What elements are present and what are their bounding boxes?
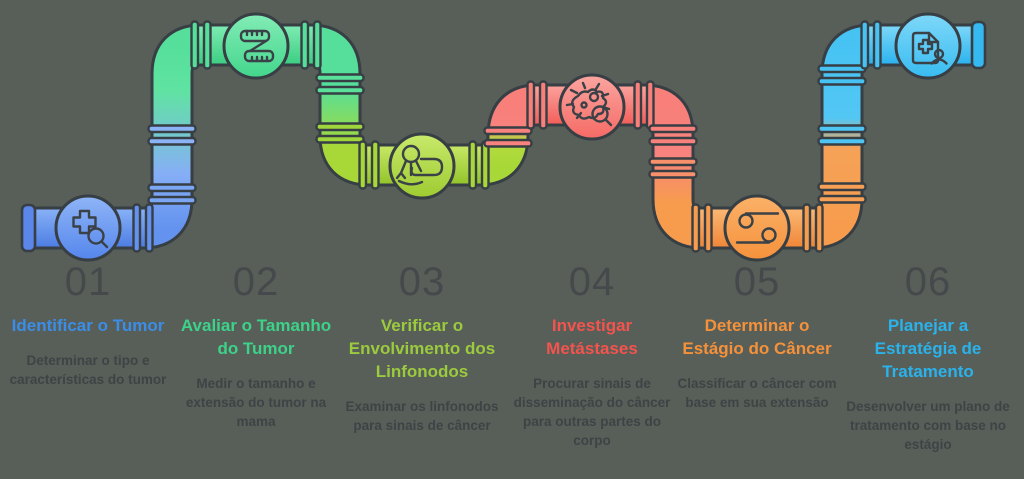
step-node-3 <box>388 132 456 200</box>
step-description: Classificar o câncer com base em sua ext… <box>677 375 837 411</box>
step-title: Determinar o Estágio do Câncer <box>682 316 832 358</box>
step-column-1: 01 Identificar o Tumor Determinar o tipo… <box>6 262 170 389</box>
step-number: 06 <box>904 260 952 304</box>
pipe-transition-legs <box>141 26 873 247</box>
pipe-endcap-right <box>970 20 987 70</box>
step-description: Procurar sinais de disseminação do cânce… <box>513 375 671 449</box>
step-title: Avaliar o Tamanho do Tumor <box>180 316 332 358</box>
pipe-endcap-left <box>20 203 37 253</box>
step-description: Examinar os linfonodos para sinais de câ… <box>345 398 499 433</box>
step-number: 04 <box>568 260 616 304</box>
step-column-5: 05 Determinar o Estágio do Câncer Classi… <box>675 262 839 412</box>
step-node-4 <box>558 73 626 141</box>
cancer-cell-magnifier-icon <box>565 81 613 127</box>
step-node-6 <box>894 12 962 80</box>
step-title: Identificar o Tumor <box>11 316 165 335</box>
step-number: 02 <box>232 260 280 304</box>
step-description: Medir o tamanho e extensão do tumor na m… <box>185 375 327 430</box>
step-number: 01 <box>64 260 112 304</box>
pipe-flanges <box>132 20 882 253</box>
step-description: Determinar o tipo e características do t… <box>9 352 167 388</box>
medical-cross-magnifier-icon <box>72 209 109 249</box>
step-title: Investigar Metástases <box>546 316 638 358</box>
medical-record-patient-icon <box>911 31 948 65</box>
step-number: 03 <box>398 260 446 304</box>
step-column-3: 03 Verificar o Envolvimento dos Linfonod… <box>340 262 504 435</box>
step-column-4: 04 Investigar Metástases Procurar sinais… <box>510 262 674 451</box>
step-number: 05 <box>733 260 781 304</box>
step-column-2: 02 Avaliar o Tamanho do Tumor Medir o ta… <box>174 262 338 431</box>
cancer-zodiac-symbol-icon <box>735 212 780 244</box>
step-title: Planejar a Estratégia de Tratamento <box>874 316 982 381</box>
step-description: Desenvolver um plano de tratamento com b… <box>846 398 1010 453</box>
step-node-5 <box>723 194 791 262</box>
measuring-tape-icon <box>239 29 275 63</box>
step-column-6: 06 Planejar a Estratégia de Tratamento D… <box>846 262 1010 454</box>
step-title: Verificar o Envolvimento dos Linfonodos <box>348 316 496 381</box>
lymph-node-icon <box>395 144 444 186</box>
pipeline-diagram <box>20 12 987 262</box>
